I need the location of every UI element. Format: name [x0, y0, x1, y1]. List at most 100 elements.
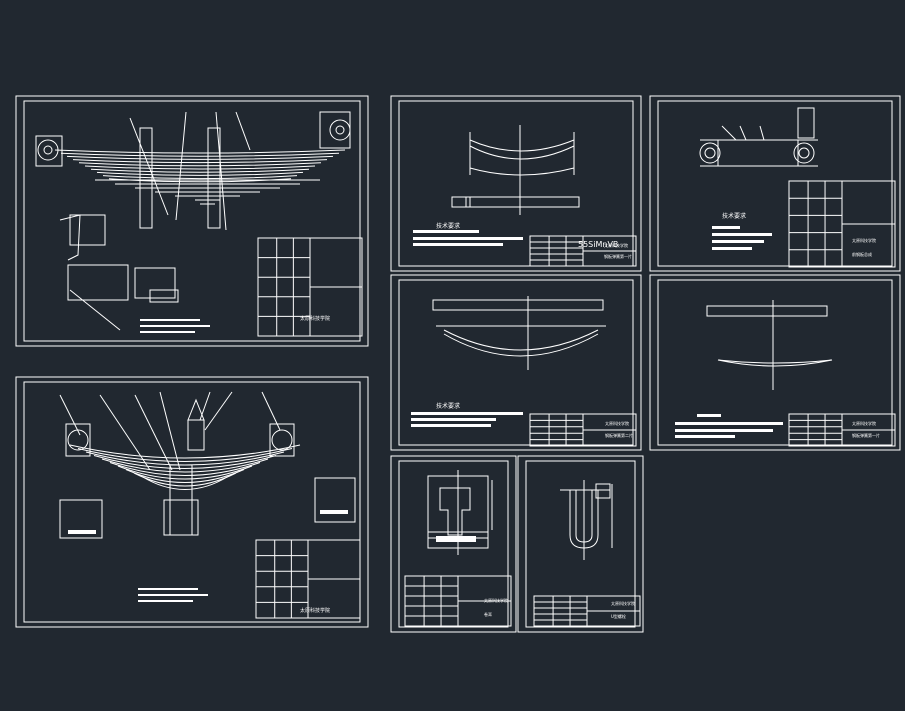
front-eye-left-inner: [43, 145, 53, 155]
main-leaf-material: 55SiMnVB: [578, 240, 618, 249]
main-leaf-notes-title: 技术要求: [436, 222, 460, 230]
section-hatch: [149, 289, 179, 303]
front-eye-right: [329, 119, 351, 141]
leader: [739, 125, 747, 141]
leader: [261, 391, 281, 431]
u-bolt-nut: [595, 483, 611, 499]
front-hanger-right: [319, 111, 351, 149]
drawing-layer: [15, 95, 901, 633]
bracket-top: [797, 107, 815, 139]
front-school-name: 太原科技学院: [300, 315, 330, 322]
main-leaf-plan: [451, 196, 580, 208]
u-bolt-school: 太原科技学院: [611, 600, 635, 606]
leader: [59, 394, 81, 436]
note-line: [697, 414, 721, 417]
second-leaf-top: [443, 329, 599, 351]
front-leaf: [102, 175, 298, 180]
front-leaf: [60, 152, 340, 157]
front-leaf: [84, 165, 316, 170]
note-line: [712, 233, 772, 236]
sheet-assembly-front-inner-border: [23, 100, 361, 342]
sheet-clamp-inner-border: [398, 460, 509, 628]
rear-leaf: [109, 462, 261, 476]
sheet-u-bolt-inner-border: [525, 460, 636, 628]
rear-section-right: [314, 477, 356, 523]
rear-leaf: [141, 476, 229, 490]
short-leaf-profile: [717, 359, 833, 367]
note-line: [411, 418, 496, 421]
front-leaf: [66, 155, 334, 160]
leader: [99, 394, 151, 471]
hatch: [68, 530, 96, 534]
hatch: [320, 510, 348, 514]
eye-right: [793, 142, 815, 164]
front-hanger-left: [35, 135, 63, 167]
leader: [199, 391, 211, 421]
second-subtitle: 钢板弹簧第二片: [605, 432, 633, 438]
eye-school: 太原科技学院: [852, 237, 876, 243]
rear-leaf: [77, 448, 293, 462]
note-line: [411, 424, 491, 427]
note-line: [138, 588, 198, 590]
label-layer: 太原科技学院太原科技学院技术要求55SiMnVB太原科技学院钢板弹簧第一片技术要…: [300, 212, 880, 619]
note-line: [140, 325, 210, 327]
detail-a: [69, 214, 106, 246]
sheet-assembly-front-outer-border: [15, 95, 369, 347]
sheet-second-leaf-inner-border: [398, 279, 634, 446]
leader: [134, 394, 173, 471]
sheet-clamp-outer-border: [390, 455, 517, 633]
note-line: [675, 422, 783, 425]
sheet-second-leaf-outer-border: [390, 274, 642, 451]
short-leaf-plan: [706, 305, 828, 317]
leader: [129, 117, 169, 216]
second-leaf-bottom: [443, 333, 599, 357]
leader: [215, 111, 227, 231]
bracket-body: [717, 139, 799, 167]
rear-bracket-right: [269, 423, 295, 457]
clamp-hatch: [436, 536, 476, 542]
front-leaf: [54, 149, 346, 154]
main-leaf-body: [469, 145, 575, 176]
front-leaf: [90, 168, 310, 173]
note-line: [413, 237, 523, 240]
front-leaf: [96, 171, 304, 176]
rear-leaf: [125, 469, 245, 483]
rear-bracket-left: [65, 423, 91, 457]
note-line: [675, 435, 735, 438]
front-leaf: [72, 159, 328, 164]
eye-subtitle: 前钢板总成: [852, 251, 872, 257]
rear-eye-right: [271, 429, 293, 451]
note-line: [140, 319, 200, 321]
short-school: 太原科技学院: [852, 420, 876, 426]
sheet-eye-bracket-outer-border: [649, 95, 901, 272]
sheet-main-leaf-outer-border: [390, 95, 642, 272]
eye-notes-title: 技术要求: [722, 212, 746, 220]
u-bolt-left: [139, 127, 153, 229]
sheet-main-leaf-inner-border: [398, 100, 634, 267]
main-leaf-subtitle: 钢板弹簧第一片: [604, 253, 632, 259]
second-notes-title: 技术要求: [436, 402, 460, 410]
note-line: [712, 226, 740, 229]
front-leaf: [78, 162, 322, 167]
main-leaf-top: [469, 139, 575, 152]
clamp-subtitle: 卷耳: [484, 611, 492, 617]
leader: [721, 125, 737, 141]
leader: [69, 289, 121, 331]
note-line: [138, 594, 208, 596]
sheet-u-bolt-outer-border: [517, 455, 644, 633]
note-line: [712, 240, 764, 243]
eye-left: [699, 142, 721, 164]
eye-left-inner: [704, 147, 716, 159]
front-eye-left: [37, 139, 59, 161]
sheet-short-leaf-inner-border: [657, 279, 893, 446]
note-line: [138, 600, 193, 602]
leader: [759, 125, 765, 141]
note-line: [140, 331, 195, 333]
sheet-assembly-rear-outer-border: [15, 376, 369, 628]
eye-right-inner: [798, 147, 810, 159]
sheet-short-leaf-outer-border: [649, 274, 901, 451]
main-leaf-school: 太原科技学院: [604, 242, 628, 248]
clamp-school: 太原科技学院: [484, 597, 508, 603]
leader: [204, 391, 233, 431]
